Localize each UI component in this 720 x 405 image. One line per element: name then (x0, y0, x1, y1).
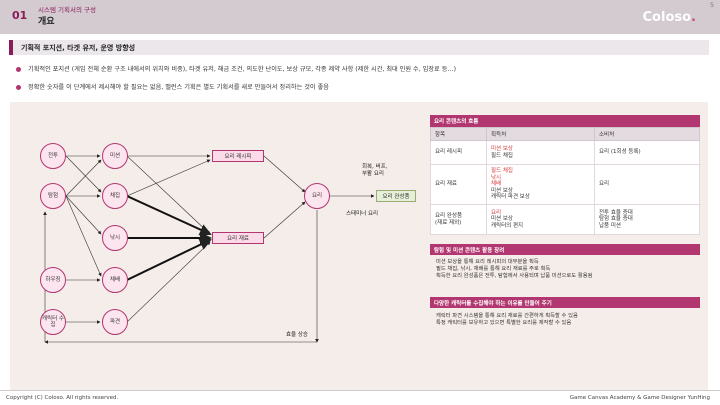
chapter-number: 01 (12, 9, 28, 22)
node-battle: 전투 (40, 143, 66, 169)
info-line: 미션 보상을 통해 요리 레시피의 대부분을 획득 (436, 259, 539, 265)
node-dispatch: 파견 (102, 309, 128, 335)
slide-header: 01 시스템 기획서의 구성 개요 Coloso. 5 (0, 0, 720, 34)
obtain-text: 미션 보상 (491, 187, 513, 194)
section-marker (9, 40, 13, 55)
node-explore: 탐험 (40, 183, 66, 209)
coloso-logo: Coloso. (643, 10, 696, 25)
info-box-title: 탐험 및 미션 콘텐츠 활용 장려 (430, 244, 700, 255)
obtain-text: 캐릭터의 편지 (491, 222, 524, 229)
info-box-title: 다양한 캐릭터를 수집해야 하는 이유를 만들어 주기 (430, 297, 700, 308)
table-row: 요리 재료 필드 채집 낚시 채배 미션 보상 캐릭터 파견 보상 요리 (430, 164, 700, 205)
col-header-obtain: 획득처 (486, 127, 595, 141)
col-header-consume: 소비처 (594, 127, 700, 141)
bullet-dot-icon (16, 84, 21, 90)
effect-label-line: 회복, 버프, (362, 164, 388, 170)
node-farming: 채배 (102, 267, 128, 293)
stamina-label: 스태미너 요리 (346, 211, 379, 217)
obtain-highlight: 필드 채집 (491, 168, 513, 175)
obtain-text: 필드 채집 (491, 152, 513, 159)
logo-dot: . (691, 10, 696, 25)
chapter-subtitle: 시스템 기획서의 구성 (38, 6, 96, 14)
cooking-flow-diagram: 전투 탐험 하우징 캐릭터 수집 미션 채집 낚시 채배 파견 요리 레시피 요… (22, 110, 426, 354)
copyright-text: Copyright (C) Coloso. All rights reserve… (6, 395, 119, 401)
node-cooking: 요리 (304, 183, 330, 209)
bullet-dot-icon (16, 66, 21, 72)
slide-footer: Copyright (C) Coloso. All rights reserve… (0, 390, 720, 405)
page-title: 개요 (38, 17, 55, 27)
node-housing: 하우징 (40, 267, 66, 293)
page-number: 5 (710, 2, 714, 9)
node-mission: 미션 (102, 143, 128, 169)
info-box-text: 미션 보상을 통해 요리 레시피의 대부분을 획득 필드 채집, 낚시, 채배를… (436, 259, 592, 280)
bullet-item: 기획적인 포지션 (게임 전체 순환 구조 내에서의 위치와 비중), 타겟 유… (16, 64, 456, 73)
info-line: 획득한 요리 완성품은 전투, 탐험에서 사용되며 납품 미션으로도 활용됨 (436, 273, 593, 280)
col-header-item: 항목 (430, 127, 487, 141)
recipe-box: 요리 레시피 (212, 150, 264, 162)
consume-text: 전투 효율 증대 (599, 209, 633, 216)
info-line: 필드 채집, 낚시, 채배를 통해 요리 재료를 주로 획득 (436, 266, 551, 273)
section-bar: 기획적 포지션, 타겟 유저, 운영 방향성 (9, 40, 709, 55)
node-gather: 채집 (102, 183, 128, 209)
effect-label: 회복, 버프, 부활 요리 (362, 164, 388, 178)
cell-item: 요리 재료 (430, 164, 487, 205)
obtain-highlight: 낚시 (491, 174, 502, 181)
cell-obtain: 필드 채집 낚시 채배 미션 보상 캐릭터 파견 보상 (486, 164, 595, 205)
obtain-highlight: 미션 보상 (491, 145, 513, 152)
obtain-highlight: 채배 (491, 181, 502, 188)
table-caption: 요리 콘텐츠의 흐름 (430, 115, 700, 127)
credit-text: Game Canvas Academy & Game Designer YunH… (569, 395, 710, 401)
logo-text: Coloso (642, 10, 692, 25)
obtain-text: 캐릭터 파견 보상 (491, 194, 530, 201)
cell-consume: 요리 (1회성 등록) (594, 140, 700, 165)
effect-label-line: 부활 요리 (362, 170, 384, 177)
obtain-text: 미션 보상 (491, 216, 513, 223)
info-line: 캐릭터 파견 시스템을 통해 요리 재료를 간편하게 획득할 수 있음 (436, 313, 578, 319)
consume-text: 탐험 효율 증대 (599, 216, 633, 223)
table-row: 요리 완성품 (재료 제외) 요리 미션 보상 캐릭터의 편지 전투 효율 증대… (430, 204, 700, 235)
obtain-highlight: 요리 (491, 209, 502, 216)
cooking-flow-table: 요리 콘텐츠의 흐름 항목 획득처 소비처 요리 레시피 미션 보상 필드 채집… (430, 115, 700, 235)
info-box-text: 캐릭터 파견 시스템을 통해 요리 재료를 간편하게 획득할 수 있음 특정 캐… (436, 313, 578, 327)
cell-consume: 전투 효율 증대 탐험 효율 증대 납품 미션 (594, 204, 700, 235)
diagram-connectors (43, 154, 375, 344)
cell-obtain: 미션 보상 필드 채집 (486, 140, 595, 165)
info-line: 특정 캐릭터를 보유하고 있으면 특별한 요리를 제작할 수 있음 (436, 320, 572, 327)
complete-dish-box: 요리 완성품 (376, 190, 416, 202)
cell-obtain: 요리 미션 보상 캐릭터의 편지 (486, 204, 595, 235)
cell-item: 요리 레시피 (430, 140, 487, 165)
table-row: 요리 레시피 미션 보상 필드 채집 요리 (1회성 등록) (430, 140, 700, 165)
node-fishing: 낚시 (102, 225, 128, 251)
ingredient-box: 요리 재료 (212, 232, 264, 244)
node-character-collect: 캐릭터 수집 (40, 309, 66, 335)
bullet-text: 기획적인 포지션 (게임 전체 순환 구조 내에서의 위치와 비중), 타겟 유… (28, 66, 456, 73)
section-title: 기획적 포지션, 타겟 유저, 운영 방향성 (21, 44, 136, 52)
bullet-text: 정확한 숫자를 이 단계에서 제시해야 할 필요는 없음, 밸런스 기획은 별도… (28, 84, 329, 91)
table-header-row: 항목 획득처 소비처 (430, 127, 700, 141)
bullet-item: 정확한 숫자를 이 단계에서 제시해야 할 필요는 없음, 밸런스 기획은 별도… (16, 82, 329, 91)
efficiency-label: 효율 상승 (286, 332, 308, 338)
consume-text: 납품 미션 (599, 222, 621, 229)
cell-item: 요리 완성품 (재료 제외) (430, 204, 487, 235)
cell-consume: 요리 (594, 164, 700, 205)
